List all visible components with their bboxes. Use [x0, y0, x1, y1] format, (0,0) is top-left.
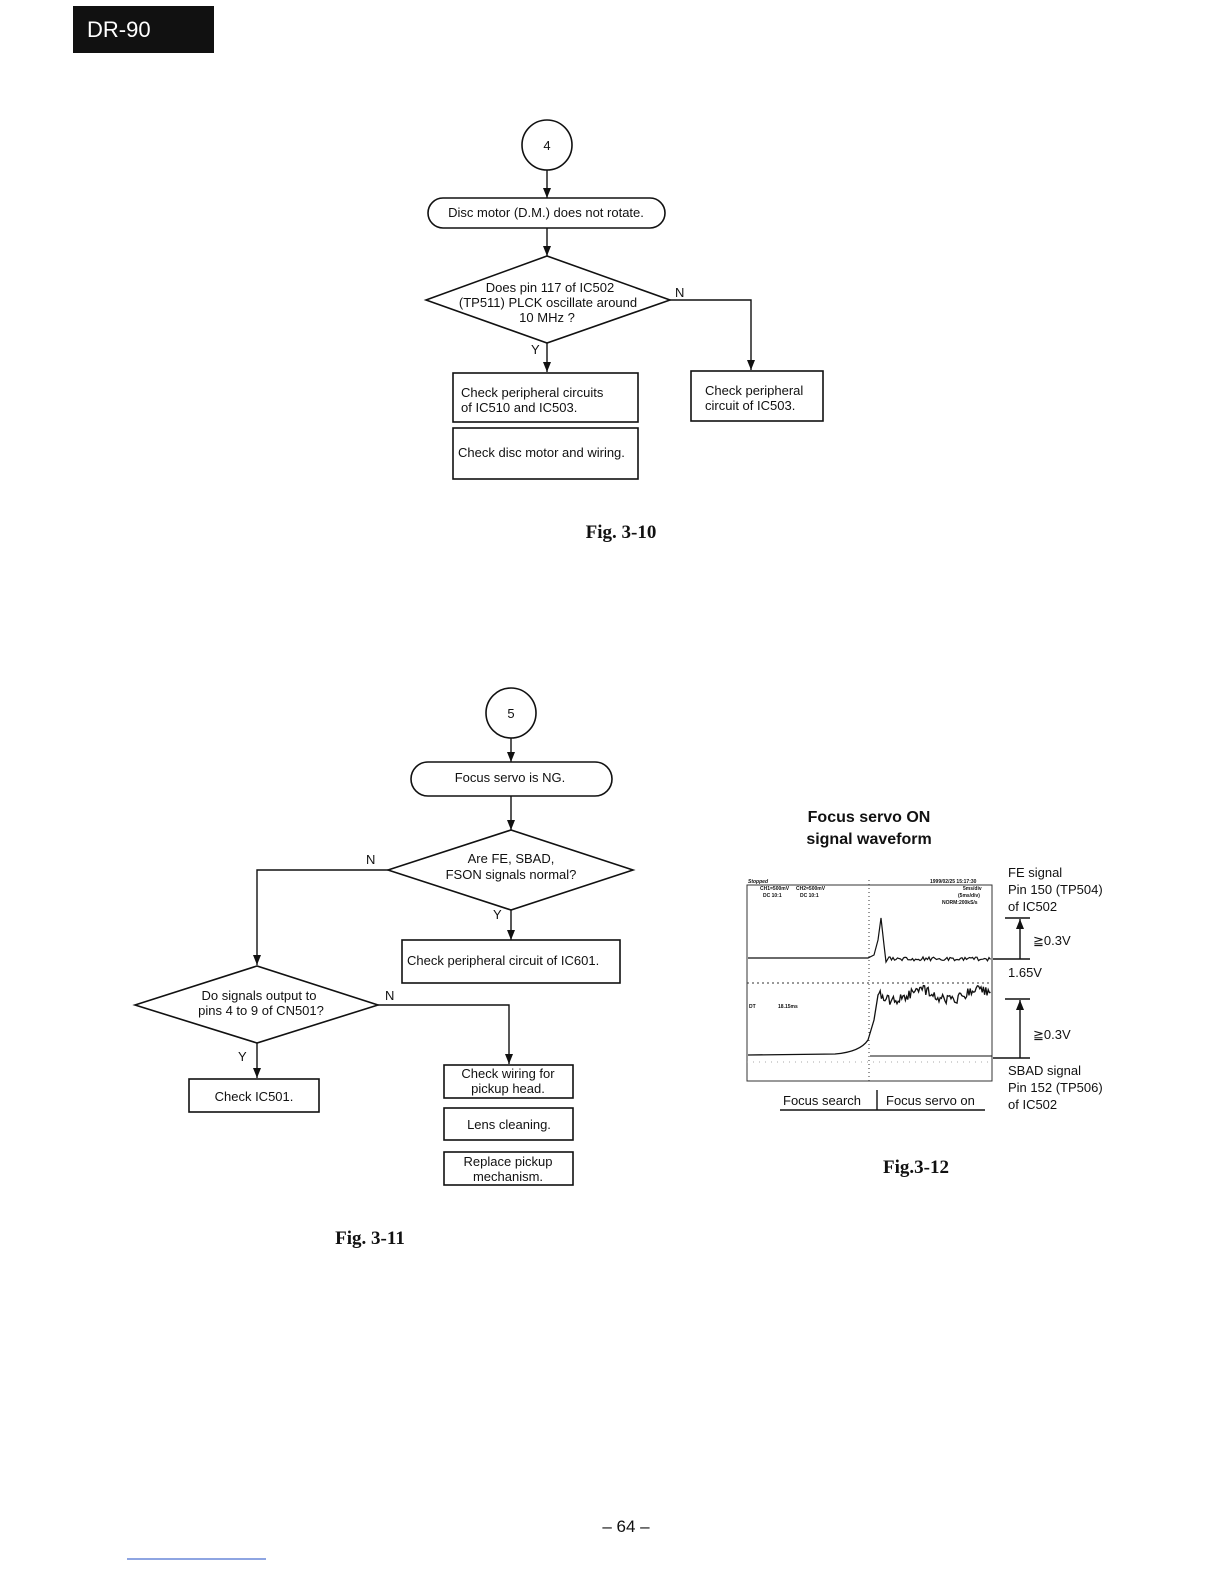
sbad-amplitude: ≧0.3V: [1033, 1027, 1071, 1042]
flowchart-fig-3-10: 4 Disc motor (D.M.) does not rotate. Doe…: [426, 120, 823, 543]
flow-arrow: [378, 1005, 509, 1064]
scope-datetime: 1999/02/25 15:17:30: [930, 879, 977, 885]
scope-ch2-coupling: DC 10:1: [800, 893, 819, 899]
action-text: Lens cleaning.: [467, 1117, 551, 1132]
model-header: DR-90: [73, 6, 214, 53]
yes-label: Y: [493, 907, 502, 922]
start-text: Disc motor (D.M.) does not rotate.: [448, 205, 644, 220]
phase-right: Focus servo on: [886, 1093, 975, 1108]
phase-left: Focus search: [783, 1093, 861, 1108]
no-label: N: [385, 988, 394, 1003]
scope-status: Stopped: [748, 879, 769, 885]
waveform-title: Focus servo ON: [808, 809, 931, 826]
action-text: mechanism.: [473, 1169, 543, 1184]
action-text: Check wiring for: [461, 1066, 555, 1081]
sbad-label: of IC502: [1008, 1097, 1057, 1112]
scope-dt: DT: [749, 1004, 756, 1010]
scope-timebase: 5ms/div: [963, 886, 982, 892]
scope-ch2: CH2=500mV: [796, 886, 826, 892]
figure-caption: Fig.3-12: [883, 1157, 949, 1178]
sbad-label: SBAD signal: [1008, 1063, 1081, 1078]
action-text: Check IC501.: [215, 1089, 294, 1104]
flowchart-fig-3-11: 5 Focus servo is NG. Are FE, SBAD, FSON …: [135, 688, 633, 1249]
fe-label: of IC502: [1008, 899, 1057, 914]
action-text: Check peripheral circuits: [461, 385, 604, 400]
decision-line: (TP511) PLCK oscillate around: [459, 295, 637, 310]
action-text: Check disc motor and wiring.: [458, 445, 625, 460]
action-text: Check peripheral: [705, 383, 803, 398]
figure-caption: Fig. 3-11: [335, 1228, 405, 1249]
yes-label: Y: [238, 1049, 247, 1064]
decision-line: 10 MHz ?: [519, 310, 575, 325]
oscilloscope-screen: Stopped CH1=500mV CH2=500mV DC 10:1 DC 1…: [747, 879, 992, 1081]
no-label: N: [675, 285, 684, 300]
decision-line: pins 4 to 9 of CN501?: [198, 1003, 324, 1018]
yes-label: Y: [531, 342, 540, 357]
sbad-label: Pin 152 (TP506): [1008, 1080, 1103, 1095]
connector-label: 5: [507, 706, 514, 721]
model-name: DR-90: [87, 17, 151, 42]
no-label: N: [366, 852, 375, 867]
fe-amplitude: ≧0.3V: [1033, 933, 1071, 948]
scope-ch1-coupling: DC 10:1: [763, 893, 782, 899]
waveform-title: signal waveform: [806, 831, 931, 848]
scope-timebase2: (5ms/div): [958, 893, 980, 899]
fe-label: Pin 150 (TP504): [1008, 882, 1103, 897]
decision-line: Do signals output to: [202, 988, 317, 1003]
scope-mode: NORM:200kS/s: [942, 900, 978, 906]
action-text: pickup head.: [471, 1081, 545, 1096]
action-text: Check peripheral circuit of IC601.: [407, 953, 599, 968]
decision-line: FSON signals normal?: [446, 867, 577, 882]
scope-dt-value: 18.15ms: [778, 1004, 798, 1010]
action-text: of IC510 and IC503.: [461, 400, 577, 415]
scope-ch1: CH1=500mV: [760, 886, 790, 892]
flow-arrow: [670, 300, 751, 370]
figure-caption: Fig. 3-10: [586, 522, 657, 543]
mid-level: 1.65V: [1008, 965, 1042, 980]
action-text: circuit of IC503.: [705, 398, 795, 413]
connector-label: 4: [543, 138, 550, 153]
fe-label: FE signal: [1008, 865, 1062, 880]
decision-line: Does pin 117 of IC502: [486, 280, 614, 295]
flow-arrow: [257, 870, 388, 965]
action-text: Replace pickup: [464, 1154, 553, 1169]
page-number: – 64 –: [602, 1517, 650, 1536]
waveform-fig-3-12: Focus servo ON signal waveform Stopped C…: [747, 809, 1103, 1178]
decision-line: Are FE, SBAD,: [468, 851, 555, 866]
start-text: Focus servo is NG.: [455, 770, 566, 785]
